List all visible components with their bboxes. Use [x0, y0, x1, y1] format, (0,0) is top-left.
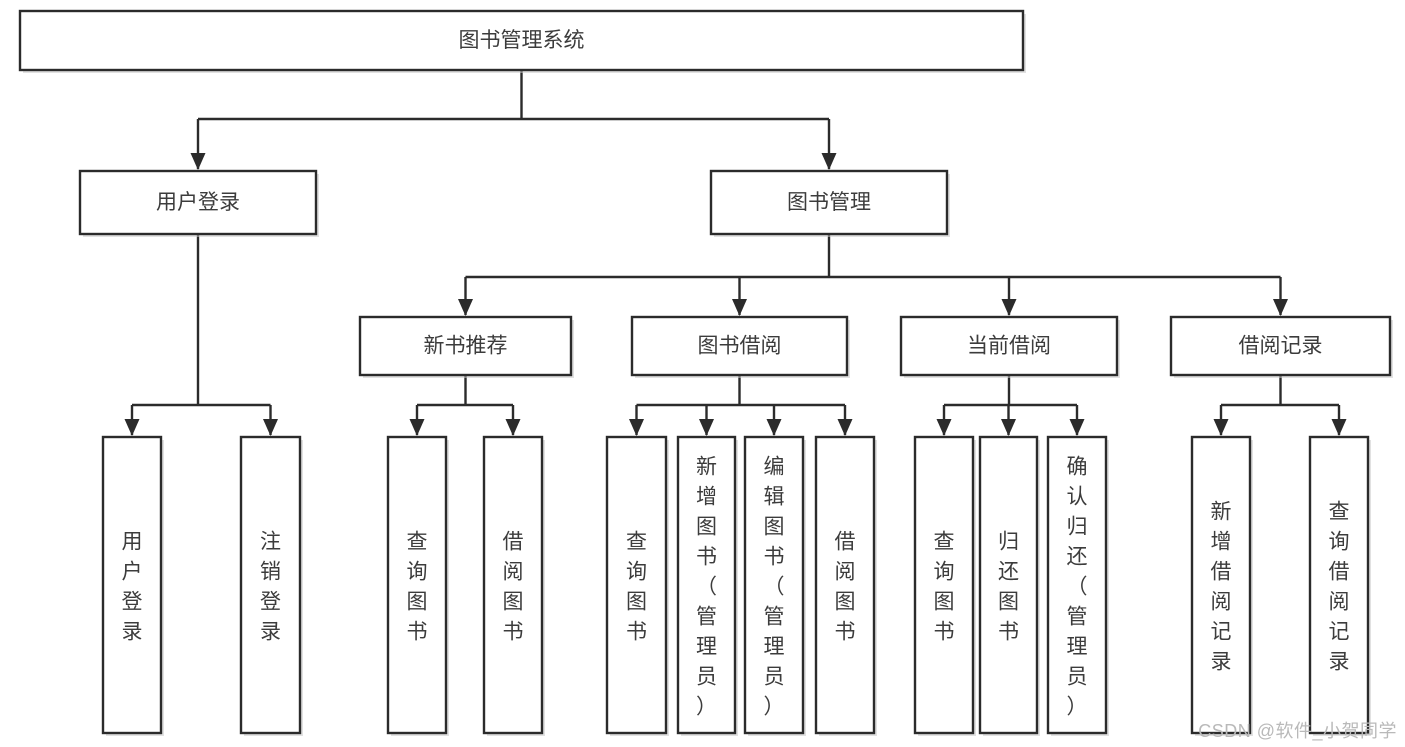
node-leaf-query-book-recommend-label: 查询图书 — [407, 530, 428, 643]
node-leaf-borrow-book-recommend-rect[interactable] — [482, 435, 544, 735]
root-to-level1-arrow — [821, 153, 837, 170]
book-borrow-to-leaves-arrow — [699, 419, 714, 436]
node-book-borrow: 图书借阅 — [630, 315, 850, 378]
node-current-borrow-label: 当前借阅 — [967, 335, 1051, 358]
node-leaf-query-book-recommend-rect[interactable] — [386, 435, 448, 735]
node-leaf-return-book-label: 归还图书 — [998, 530, 1019, 643]
node-leaf-query-book-current-rect[interactable] — [913, 435, 975, 735]
node-leaf-query-book-borrow: 查询图书 — [605, 435, 669, 736]
node-leaf-return-book-rect[interactable] — [978, 435, 1039, 735]
node-layer: 图书管理系统用户登录图书管理新书推荐图书借阅当前借阅借阅记录用户登录注销登录查询… — [18, 9, 1393, 736]
node-root: 图书管理系统 — [18, 9, 1026, 73]
root-to-level1-arrow — [190, 153, 206, 170]
current-borrow-to-leaves-arrow — [1001, 419, 1016, 436]
node-leaf-query-borrow-record-rect[interactable] — [1308, 435, 1370, 735]
node-leaf-borrow-book: 借阅图书 — [814, 435, 877, 736]
node-leaf-user-login-rect[interactable] — [101, 435, 163, 735]
book-borrow-to-leaves-arrow — [629, 419, 644, 436]
node-book-manage: 图书管理 — [709, 169, 950, 237]
node-current-borrow: 当前借阅 — [899, 315, 1120, 378]
node-book-borrow-label: 图书借阅 — [698, 335, 782, 358]
node-leaf-return-book: 归还图书 — [978, 435, 1040, 736]
node-new-book-recommend: 新书推荐 — [358, 315, 574, 378]
connector-layer — [124, 70, 1347, 436]
book-borrow-to-leaves-arrow — [766, 419, 782, 436]
node-leaf-add-book-admin-label: 新增图书（管理员） — [696, 455, 717, 718]
node-book-borrow-rect[interactable] — [630, 315, 849, 377]
node-leaf-add-borrow-record-rect[interactable] — [1190, 435, 1252, 735]
node-user-login-rect[interactable] — [78, 169, 318, 236]
borrow-record-to-leaves-arrow — [1331, 419, 1347, 436]
node-leaf-confirm-return-admin-label: 确认归还（管理员） — [1067, 455, 1088, 718]
node-leaf-query-book-current: 查询图书 — [913, 435, 976, 736]
node-new-book-recommend-rect[interactable] — [358, 315, 573, 377]
csdn-watermark: CSDN @软件_小贺同学 — [1198, 721, 1397, 741]
node-leaf-user-login-label: 用户登录 — [122, 530, 143, 643]
node-borrow-record-rect[interactable] — [1169, 315, 1392, 377]
node-leaf-add-borrow-record-label: 新增借阅记录 — [1211, 500, 1232, 673]
node-leaf-edit-book-admin-label: 编辑图书（管理员） — [764, 455, 785, 718]
node-leaf-borrow-book-rect[interactable] — [814, 435, 876, 735]
user-login-to-leaves-arrow — [124, 419, 140, 436]
level1-to-level2-arrow — [1273, 299, 1288, 316]
node-leaf-borrow-book-recommend-label: 借阅图书 — [503, 530, 524, 643]
node-leaf-user-login: 用户登录 — [101, 435, 164, 736]
node-user-login-label: 用户登录 — [156, 191, 240, 214]
node-current-borrow-rect[interactable] — [899, 315, 1119, 377]
node-leaf-logout-rect[interactable] — [239, 435, 302, 735]
node-leaf-logout-label: 注销登录 — [260, 530, 281, 643]
node-leaf-edit-book-admin: 编辑图书（管理员） — [743, 435, 806, 736]
node-leaf-query-borrow-record-label: 查询借阅记录 — [1329, 500, 1350, 673]
node-leaf-query-book-current-label: 查询图书 — [934, 530, 955, 643]
node-leaf-borrow-book-recommend: 借阅图书 — [482, 435, 545, 736]
node-book-manage-rect[interactable] — [709, 169, 949, 236]
node-leaf-logout: 注销登录 — [239, 435, 303, 736]
current-borrow-to-leaves-arrow — [936, 419, 952, 436]
node-user-login: 用户登录 — [78, 169, 319, 237]
user-login-to-leaves-arrow — [263, 419, 278, 436]
node-root-rect[interactable] — [18, 9, 1025, 72]
level1-to-level2-arrow — [458, 299, 473, 316]
node-borrow-record-label: 借阅记录 — [1239, 335, 1323, 358]
node-book-manage-label: 图书管理 — [787, 191, 871, 214]
node-leaf-borrow-book-label: 借阅图书 — [835, 530, 856, 643]
current-borrow-to-leaves-arrow — [1069, 419, 1085, 436]
node-leaf-add-book-admin: 新增图书（管理员） — [676, 435, 738, 736]
node-root-label: 图书管理系统 — [459, 29, 585, 52]
node-leaf-add-borrow-record: 新增借阅记录 — [1190, 435, 1253, 736]
node-leaf-query-book-recommend: 查询图书 — [386, 435, 449, 736]
node-leaf-confirm-return-admin-rect[interactable] — [1046, 435, 1108, 735]
node-leaf-query-book-borrow-label: 查询图书 — [626, 530, 647, 643]
node-leaf-confirm-return-admin: 确认归还（管理员） — [1046, 435, 1109, 736]
node-leaf-query-book-borrow-rect[interactable] — [605, 435, 668, 735]
node-leaf-add-book-admin-rect[interactable] — [676, 435, 737, 735]
level1-to-level2-arrow — [732, 299, 747, 316]
level1-to-level2-arrow — [1001, 299, 1017, 316]
node-leaf-edit-book-admin-rect[interactable] — [743, 435, 805, 735]
new-book-recommend-to-leaves-arrow — [409, 419, 425, 436]
new-book-recommend-to-leaves-arrow — [505, 419, 521, 436]
node-borrow-record: 借阅记录 — [1169, 315, 1393, 378]
node-new-book-recommend-label: 新书推荐 — [424, 335, 508, 358]
book-borrow-to-leaves-arrow — [837, 419, 853, 436]
borrow-record-to-leaves-arrow — [1213, 419, 1229, 436]
node-leaf-query-borrow-record: 查询借阅记录 — [1308, 435, 1371, 736]
